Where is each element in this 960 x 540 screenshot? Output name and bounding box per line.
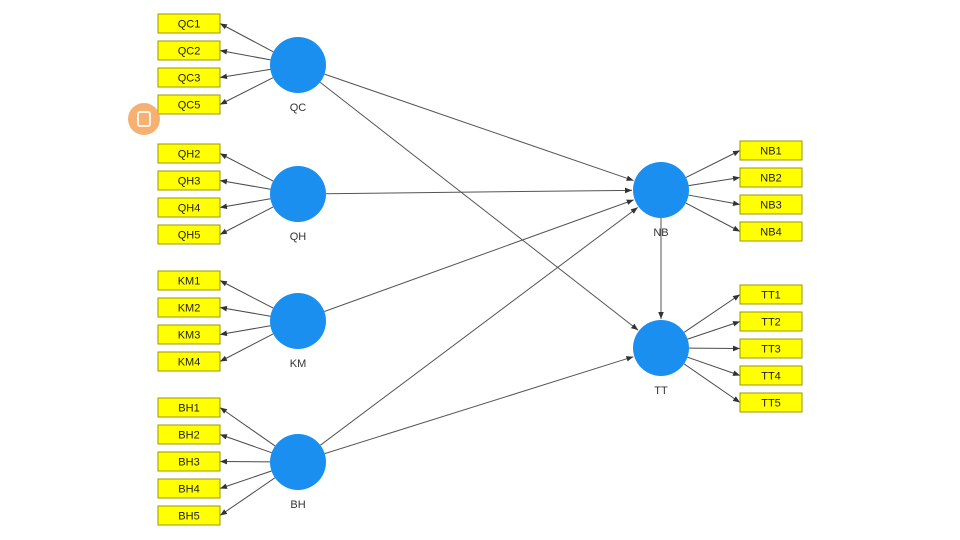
indicator-box (157, 143, 221, 164)
indicator-box (739, 221, 803, 242)
nodes-layer: QC1QC2QC3QC5QH2QH3QH4QH5KM1KM2KM3KM4BH1B… (157, 13, 803, 526)
indicator-box (157, 13, 221, 34)
indicator-box (157, 397, 221, 418)
latent-label: QC (290, 102, 307, 114)
path-arrow-bh-tt (324, 356, 634, 455)
indicator-label: QC3 (178, 72, 201, 84)
indicator-label: TT4 (761, 370, 781, 382)
indicator-label: NB3 (760, 199, 781, 211)
indicator-label: BH1 (178, 402, 199, 414)
indicator-box (739, 194, 803, 215)
latent-node-km[interactable] (270, 293, 326, 349)
loading-arrow (219, 434, 272, 454)
indicator-label: TT2 (761, 316, 781, 328)
indicator-label: QH5 (178, 229, 201, 241)
indicator-box (157, 297, 221, 318)
indicator-box (157, 451, 221, 472)
latent-node-bh[interactable] (270, 434, 326, 490)
indicator-box (739, 167, 803, 188)
indicator-label: BH5 (178, 510, 199, 522)
indicator-label: KM1 (178, 275, 201, 287)
path-arrow-km-nb (324, 199, 634, 312)
loading-arrow (685, 150, 741, 178)
indicator-label: NB1 (760, 145, 781, 157)
loading-arrow (219, 325, 271, 337)
indicator-box (157, 197, 221, 218)
loading-arrow (219, 477, 276, 516)
loading-arrow (683, 294, 741, 333)
indicator-label: QH2 (178, 148, 201, 160)
indicator-label: QH3 (178, 175, 201, 187)
indicator-box (157, 67, 221, 88)
loading-arrow (219, 206, 274, 235)
loading-arrow (219, 77, 274, 105)
indicator-label: TT5 (761, 397, 781, 409)
indicator-box (157, 351, 221, 372)
loading-arrow (219, 68, 271, 80)
loading-arrow (219, 470, 272, 489)
indicator-box (739, 365, 803, 386)
loading-arrow (219, 153, 274, 182)
path-arrow-bh-nb (320, 206, 639, 446)
latent-label: BH (290, 499, 305, 511)
latent-label: QH (290, 231, 307, 243)
loading-arrow (219, 407, 276, 447)
indicator-label: QC5 (178, 99, 201, 111)
indicator-box (157, 40, 221, 61)
indicator-box (157, 324, 221, 345)
loading-arrow (219, 280, 274, 309)
loading-arrow (687, 356, 741, 376)
indicator-box (157, 478, 221, 499)
indicator-label: NB2 (760, 172, 781, 184)
latent-label: TT (654, 385, 668, 397)
loading-arrow (687, 321, 741, 340)
loading-arrow (219, 305, 271, 317)
loading-arrow (219, 198, 271, 210)
latent-node-nb[interactable] (633, 162, 689, 218)
indicator-box (157, 505, 221, 526)
indicator-label: KM2 (178, 302, 201, 314)
latent-node-qh[interactable] (270, 166, 326, 222)
loading-arrow (219, 23, 274, 53)
latent-node-qc[interactable] (270, 37, 326, 93)
indicator-label: QC2 (178, 45, 201, 57)
building-logo-icon (128, 103, 160, 135)
indicator-box (157, 270, 221, 291)
indicator-label: QC1 (178, 18, 201, 30)
loading-arrow (219, 49, 271, 61)
path-arrow-qh-nb (325, 187, 633, 195)
loading-arrow (688, 194, 741, 206)
edges-layer (219, 23, 741, 516)
indicator-label: TT1 (761, 289, 781, 301)
indicator-box (739, 392, 803, 413)
indicator-box (157, 224, 221, 245)
indicator-label: BH2 (178, 429, 199, 441)
indicator-label: TT3 (761, 343, 781, 355)
indicator-box (157, 94, 221, 115)
loading-arrow (219, 333, 274, 362)
indicator-label: QH4 (178, 202, 201, 214)
loading-arrow (685, 202, 741, 232)
latent-label: KM (290, 358, 307, 370)
indicator-box (157, 424, 221, 445)
indicator-box (739, 338, 803, 359)
loading-arrow (219, 178, 271, 190)
loading-arrow (683, 363, 741, 403)
indicator-label: KM3 (178, 329, 201, 341)
indicator-box (157, 170, 221, 191)
indicator-label: BH3 (178, 456, 199, 468)
path-arrow-qc-nb (324, 73, 634, 182)
latent-node-tt[interactable] (633, 320, 689, 376)
latent-label: NB (653, 227, 668, 239)
indicator-label: BH4 (178, 483, 199, 495)
indicator-label: NB4 (760, 226, 781, 238)
path-arrow-qc-tt (319, 81, 639, 331)
loading-arrow (688, 175, 741, 187)
indicator-box (739, 140, 803, 161)
indicator-label: KM4 (178, 356, 201, 368)
indicator-box (739, 284, 803, 305)
indicator-box (739, 311, 803, 332)
